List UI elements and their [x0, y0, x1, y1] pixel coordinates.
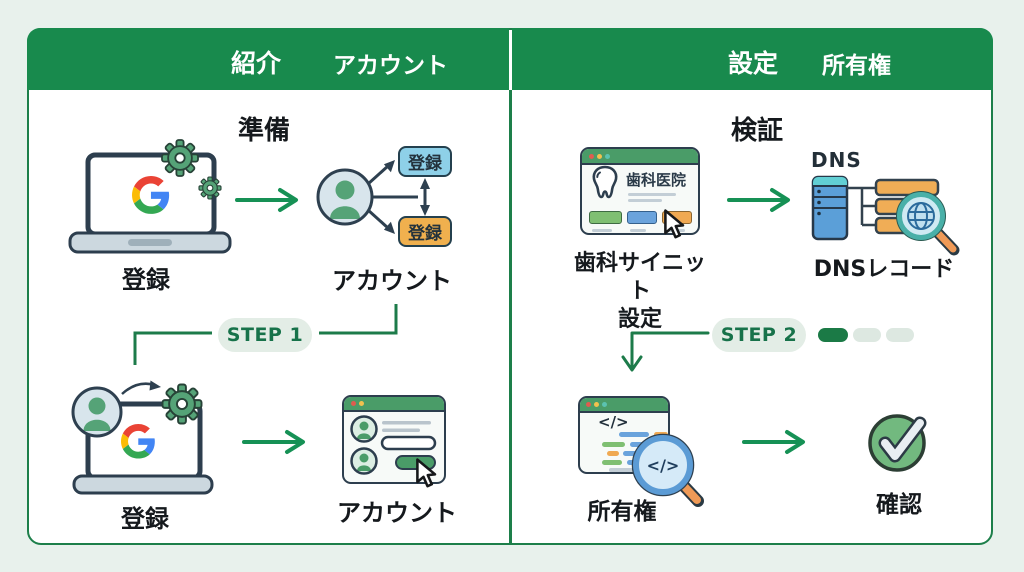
register-bottom-label: 登録 — [121, 505, 169, 533]
site-label: 歯科サイニット 設定 — [565, 250, 715, 334]
branch-arrows — [366, 160, 430, 234]
window-dot-yellow-icon — [594, 402, 599, 407]
site-label-line1: 歯科サイニット — [573, 251, 706, 304]
account-form-content — [350, 415, 437, 475]
gear-small-icon — [198, 176, 222, 200]
globe-lines — [907, 202, 935, 230]
arrow-right-icon — [742, 430, 805, 454]
section-title-preparation: 準備 — [238, 116, 291, 146]
header-left-title: 紹介 — [231, 49, 282, 78]
code-symbol: </> — [598, 413, 629, 431]
step1-connector-right — [319, 304, 398, 335]
window-titlebar — [582, 149, 698, 165]
window-titlebar — [344, 397, 444, 412]
globe-magnifier-icon — [896, 191, 960, 256]
account-bottom-label: アカウント — [337, 499, 457, 527]
arrow-right-icon — [235, 188, 298, 212]
code-line — [602, 460, 622, 465]
code-magnifier-icon — [631, 433, 704, 507]
lens-code-symbol: </> — [646, 456, 680, 475]
text-line — [630, 229, 646, 232]
header-right-title: 設定 — [728, 49, 779, 78]
step1-badge: STEP 1 — [218, 318, 312, 352]
code-line — [619, 432, 649, 437]
ownership-label: 所有権 — [587, 499, 657, 525]
dns-caption: DNS — [811, 148, 862, 172]
header-left-panel — [27, 28, 509, 90]
header-right-panel — [512, 28, 993, 90]
account-top-label: アカウント — [332, 267, 452, 295]
avatar — [316, 168, 374, 226]
gear-icon — [161, 383, 203, 425]
check-circle-icon — [868, 414, 927, 472]
dns-label: DNSレコード — [813, 257, 955, 282]
laptop-base — [72, 474, 214, 495]
window-dot-red-icon — [589, 153, 594, 159]
section-title-verification: 検証 — [731, 116, 784, 146]
text-line — [382, 428, 420, 432]
user-branches-icon — [316, 160, 430, 234]
record-connector-lines — [847, 186, 876, 227]
text-line — [382, 421, 431, 425]
site-label-line2: 設定 — [617, 307, 662, 332]
register-top-label: 登録 — [122, 266, 170, 294]
input-pill — [380, 435, 437, 451]
block-green — [589, 211, 622, 224]
text-line — [628, 199, 662, 202]
window-dot-yellow-icon — [359, 401, 364, 406]
header-left-subtitle: アカウント — [333, 53, 448, 79]
progress-pill-1 — [818, 328, 848, 342]
window-dot-yellow-icon — [597, 153, 602, 159]
step2-connector — [621, 331, 710, 372]
cursor-icon — [664, 209, 685, 239]
arrow-right-icon — [242, 430, 305, 454]
confirm-label: 確認 — [876, 492, 922, 518]
cursor-icon — [416, 458, 437, 488]
person-laptop-gear-icon — [71, 380, 214, 495]
code-line — [602, 442, 625, 447]
register-box-top: 登録 — [398, 146, 452, 177]
laptop-trackpad — [128, 239, 172, 246]
step1-connector-left — [133, 331, 212, 365]
curved-arrow-head — [149, 380, 161, 391]
window-dot-red-icon — [351, 401, 356, 406]
window-dot-green-icon — [602, 402, 607, 407]
laptop-google-gears-icon — [68, 139, 232, 254]
avatar — [71, 386, 123, 438]
server-icon — [811, 175, 849, 241]
panel-divider — [509, 90, 512, 543]
text-line — [628, 193, 676, 196]
code-line — [607, 451, 619, 456]
arrow-right-icon — [727, 188, 790, 212]
block-blue — [627, 211, 657, 224]
dental-site-window-icon — [580, 147, 700, 235]
progress-pill-3 — [886, 328, 914, 342]
step2-badge: STEP 2 — [712, 318, 806, 352]
tooth-icon — [592, 165, 618, 199]
avatar-small — [350, 447, 378, 475]
gear-large-icon — [161, 139, 199, 177]
dns-server-records-icon — [811, 175, 960, 256]
progress-pill-2 — [853, 328, 881, 342]
site-window-title: 歯科医院 — [626, 171, 687, 189]
header-right-subtitle: 所有権 — [822, 53, 891, 79]
window-dot-teal-icon — [605, 153, 610, 159]
code-line — [609, 468, 635, 472]
register-box-bottom: 登録 — [398, 216, 452, 247]
avatar-small — [350, 415, 378, 443]
window-dot-red-icon — [586, 402, 591, 407]
text-line — [592, 229, 612, 232]
window-titlebar — [580, 398, 668, 413]
